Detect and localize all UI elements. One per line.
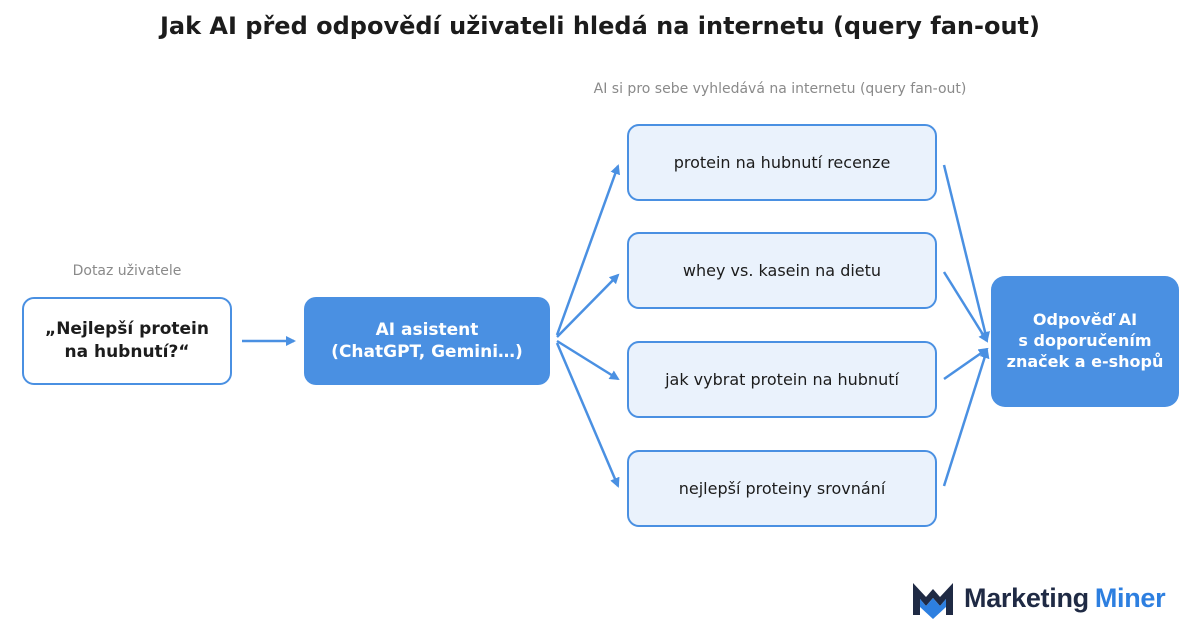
logo-word-marketing: Marketing	[964, 582, 1089, 613]
ai-answer-box: Odpověď AI s doporučením značek a e-shop…	[991, 276, 1179, 407]
ai-assistant-box: AI asistent (ChatGPT, Gemini…)	[304, 297, 550, 385]
fanout-query-box: whey vs. kasein na dietu	[627, 232, 937, 309]
arrow-query-2-to-answer	[942, 271, 989, 343]
diagram-title: Jak AI před odpovědí uživateli hledá na …	[159, 12, 1040, 40]
arrow-ai-to-query-2	[556, 273, 620, 338]
arrow-query-4-to-answer	[942, 348, 990, 487]
logo-word-miner: Miner	[1094, 582, 1166, 613]
fanout-caption: AI si pro sebe vyhledává na internetu (q…	[593, 81, 967, 97]
arrow-ai-to-query-3	[556, 339, 620, 381]
fanout-query-box: jak vybrat protein na hubnutí	[627, 341, 937, 418]
user-query-box: „Nejlepší protein na hubnutí?“	[22, 297, 232, 385]
fanout-query-box: protein na hubnutí recenze	[627, 124, 937, 201]
user-query-caption: Dotaz uživatele	[72, 263, 182, 279]
mm-logo-icon	[913, 583, 953, 619]
arrow-query-1-to-answer	[942, 164, 990, 342]
arrow-ai-to-query-1	[555, 164, 620, 336]
arrow-ai-to-query-4	[555, 342, 620, 488]
fanout-query-box: nejlepší proteiny srovnání	[627, 450, 937, 527]
